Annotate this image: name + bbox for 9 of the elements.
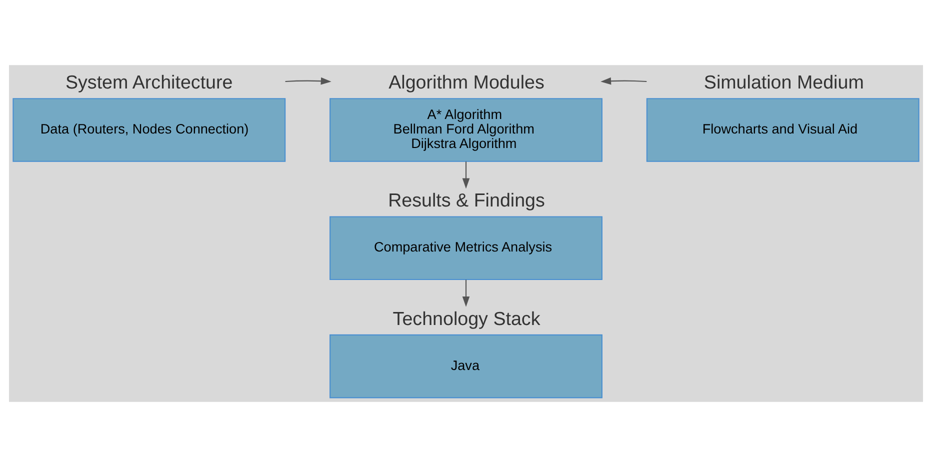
node-label: Results & Findings: [388, 190, 544, 211]
node-label: Simulation Medium: [703, 72, 864, 93]
node-label: Technology Stack: [392, 308, 540, 329]
arrow: [284, 77, 331, 85]
arrow: [462, 280, 470, 307]
node-label: Algorithm Modules: [388, 72, 544, 93]
node-label: System Architecture: [64, 72, 232, 93]
arrow: [600, 77, 646, 85]
arrow: [462, 162, 470, 189]
